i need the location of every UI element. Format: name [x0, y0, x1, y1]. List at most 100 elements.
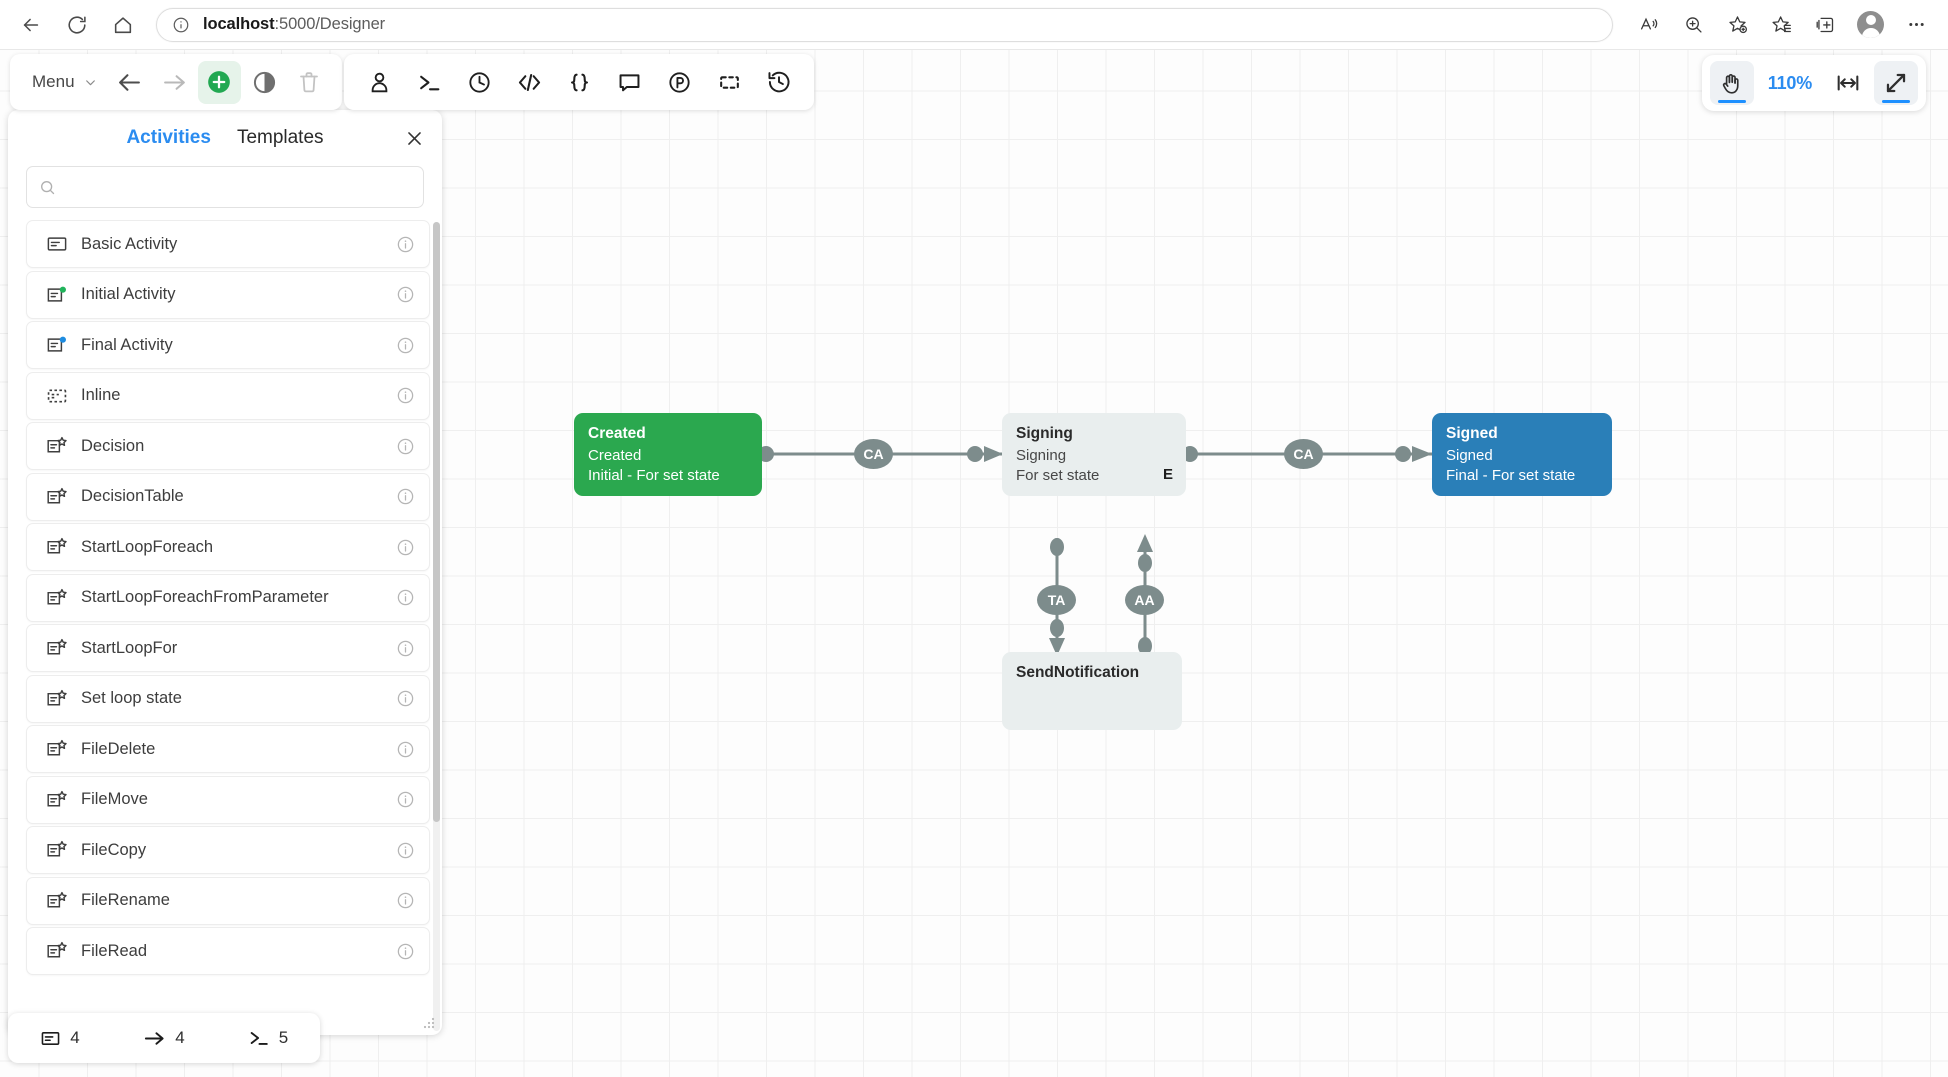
node-meta: For set state: [1016, 466, 1100, 484]
activity-list-item-filecopy[interactable]: FileCopy: [26, 826, 430, 874]
read-aloud-icon[interactable]: [1629, 6, 1669, 44]
browser-reload-button[interactable]: [58, 6, 96, 44]
zoom-level-value[interactable]: 110%: [1767, 72, 1812, 93]
node-badge-e: E: [1162, 466, 1173, 484]
selection-button[interactable]: [707, 60, 751, 104]
info-circle-icon[interactable]: [395, 537, 415, 557]
activity-list-item-filedelete[interactable]: FileDelete: [26, 725, 430, 773]
browser-home-button[interactable]: [104, 6, 142, 44]
activity-list-item-filemove[interactable]: FileMove: [26, 775, 430, 824]
dashed-square-icon: [717, 70, 742, 95]
address-bar[interactable]: localhost:5000/Designer: [156, 7, 1613, 42]
diagram-node-created[interactable]: Created Created Initial - For set state: [574, 413, 762, 496]
connector-label-ca-2[interactable]: CA: [1284, 439, 1323, 469]
tab-templates[interactable]: Templates: [236, 127, 324, 148]
activity-star-icon: [45, 889, 69, 913]
activity-list-item-fileread[interactable]: FileRead: [26, 927, 430, 975]
favorites-icon[interactable]: [1761, 6, 1801, 44]
circle-p-icon: [667, 70, 692, 95]
browser-back-button[interactable]: [12, 6, 50, 44]
activity-count-icon: [40, 1028, 61, 1049]
history-button[interactable]: [757, 60, 801, 104]
activity-list-item-set-loop-state[interactable]: Set loop state: [26, 674, 430, 723]
info-circle-icon[interactable]: [171, 15, 191, 35]
delete-button[interactable]: [288, 61, 331, 104]
avatar[interactable]: [1857, 11, 1884, 38]
more-options-icon[interactable]: [1896, 6, 1936, 44]
activity-star-icon: [45, 485, 69, 509]
designer-canvas[interactable]: Created Created Initial - For set state …: [0, 50, 1948, 1077]
comment-button[interactable]: [607, 60, 651, 104]
info-circle-icon[interactable]: [395, 436, 415, 456]
activity-list-item-filerename[interactable]: FileRename: [26, 876, 430, 925]
activity-item-label: Basic Activity: [81, 234, 178, 253]
pan-tool-button[interactable]: [1709, 61, 1754, 105]
info-circle-icon[interactable]: [395, 941, 415, 961]
activity-list-item-startloopfor[interactable]: StartLoopFor: [26, 624, 430, 672]
connector-label-aa[interactable]: AA: [1125, 585, 1164, 615]
undo-button[interactable]: [108, 61, 151, 104]
redo-button[interactable]: [153, 61, 196, 104]
tab-activities[interactable]: Activities: [126, 127, 211, 148]
info-circle-icon[interactable]: [395, 588, 415, 608]
activity-list-item-final-activity[interactable]: Final Activity: [26, 321, 430, 369]
parking-button[interactable]: [657, 60, 701, 104]
plus-circle-green-icon: [206, 69, 232, 95]
activity-list-item-initial-activity[interactable]: Initial Activity: [26, 270, 430, 319]
info-circle-icon[interactable]: [395, 285, 415, 305]
search-box[interactable]: [26, 166, 424, 208]
node-subtitle: Created: [588, 446, 642, 464]
connector-label-ta[interactable]: TA: [1037, 585, 1076, 615]
url-path: :5000/Designer: [274, 15, 386, 33]
info-circle-icon[interactable]: [395, 840, 415, 860]
info-circle-icon[interactable]: [395, 386, 415, 406]
info-circle-icon[interactable]: [395, 335, 415, 355]
info-circle-icon[interactable]: [395, 689, 415, 709]
activity-star-icon: [45, 788, 69, 812]
activity-list-scrollbar[interactable]: [433, 222, 440, 822]
json-button[interactable]: [557, 60, 601, 104]
zoom-icon[interactable]: [1673, 6, 1713, 44]
panel-tab-bar: Activities Templates: [8, 110, 442, 166]
url-host: localhost: [203, 15, 275, 33]
activity-item-label: FileRead: [81, 941, 148, 960]
info-circle-icon[interactable]: [395, 638, 415, 658]
connector-label-ca-1[interactable]: CA: [854, 439, 893, 469]
commands-count-value: 5: [278, 1028, 289, 1047]
speech-bubble-icon: [617, 70, 642, 95]
add-node-button[interactable]: [197, 60, 241, 104]
diagram-node-sendnotification[interactable]: SendNotification: [1002, 652, 1182, 730]
workflow-diagram: Created Created Initial - For set state …: [0, 50, 1948, 1077]
activity-list-item-startloopforeachfromparameter[interactable]: StartLoopForeachFromParameter: [26, 573, 430, 622]
info-circle-icon[interactable]: [395, 891, 415, 911]
activity-final-blue-dot-icon: [45, 333, 69, 357]
activity-list-item-startloopforeach[interactable]: StartLoopForeach: [26, 523, 430, 571]
activity-list-item-inline[interactable]: Inline: [26, 371, 430, 420]
transition-arrow-icon: [143, 1027, 166, 1050]
activity-list-item-decisiontable[interactable]: DecisionTable: [26, 472, 430, 521]
activity-list-item-decision[interactable]: Decision: [26, 422, 430, 470]
clock-button[interactable]: [457, 60, 501, 104]
activity-list-item-basic-activity[interactable]: Basic Activity: [26, 220, 430, 268]
activity-star-icon: [45, 434, 69, 458]
resize-grip-icon[interactable]: [422, 1016, 436, 1030]
collections-icon[interactable]: [1805, 6, 1845, 44]
close-icon[interactable]: [400, 124, 428, 152]
diagram-node-signed[interactable]: Signed Signed Final - For set state: [1432, 413, 1612, 496]
info-circle-icon[interactable]: [395, 487, 415, 507]
info-circle-icon[interactable]: [395, 790, 415, 810]
fullscreen-button[interactable]: [1874, 61, 1918, 105]
search-input[interactable]: [65, 177, 411, 197]
add-favorite-icon[interactable]: [1717, 6, 1757, 44]
diagram-node-signing[interactable]: Signing Signing For set state E: [1002, 413, 1186, 496]
clock-icon: [467, 70, 492, 95]
fit-width-button[interactable]: [1826, 61, 1870, 105]
menu-button[interactable]: Menu: [20, 62, 107, 102]
terminal-button[interactable]: [407, 60, 451, 104]
toggle-contrast-button[interactable]: [243, 61, 286, 104]
user-button[interactable]: [357, 60, 401, 104]
info-circle-icon[interactable]: [395, 234, 415, 254]
code-button[interactable]: [507, 60, 551, 104]
info-circle-icon[interactable]: [395, 739, 415, 759]
